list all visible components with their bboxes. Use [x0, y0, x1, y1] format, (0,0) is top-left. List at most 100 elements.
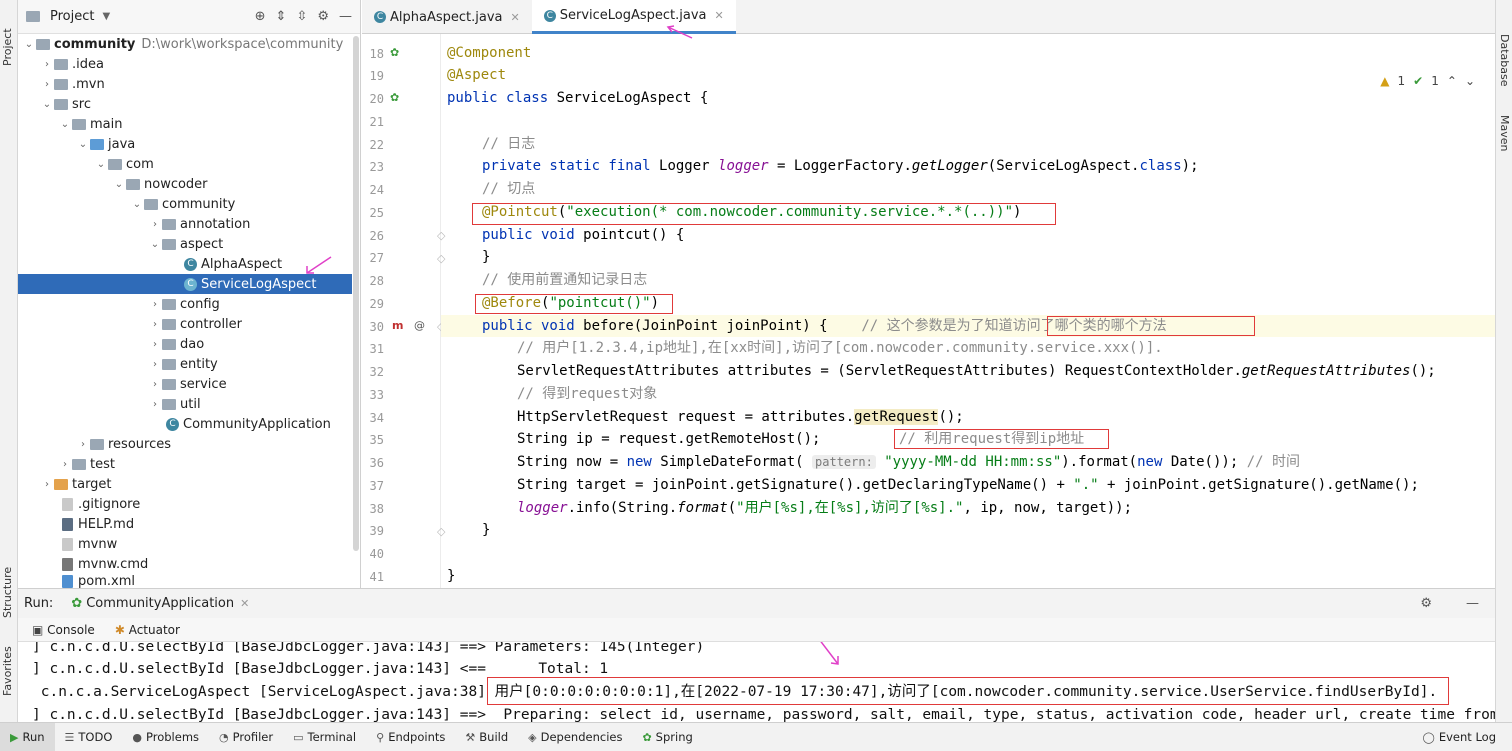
dependencies-tool-button[interactable]: ◈Dependencies [518, 723, 632, 751]
profiler-tool-button[interactable]: ◔Profiler [209, 723, 283, 751]
advice-method-icon[interactable]: m [392, 319, 404, 332]
aspect-advice-icon[interactable]: @ [414, 319, 425, 332]
project-scrollbar[interactable] [353, 36, 359, 551]
tree-item-community-root[interactable]: ⌄ community D:\work\workspace\community [18, 34, 352, 54]
project-panel-title[interactable]: Project [50, 9, 95, 24]
chevron-right-icon[interactable]: › [45, 478, 49, 490]
terminal-tool-button[interactable]: ▭Terminal [283, 723, 366, 751]
tree-item-main[interactable]: ⌄main [18, 114, 352, 134]
run-tool-button[interactable]: ▶Run [0, 722, 55, 751]
fold-icon[interactable]: ◇ [437, 525, 446, 538]
chevron-down-icon[interactable]: ⌄ [78, 138, 88, 150]
gear-icon[interactable]: ⚙ [1420, 596, 1432, 611]
chevron-right-icon[interactable]: › [81, 438, 85, 450]
tree-item-src[interactable]: ⌄src [18, 94, 352, 114]
tree-item-com[interactable]: ⌄com [18, 154, 352, 174]
tree-item-util[interactable]: ›util [18, 394, 352, 414]
tree-item-service[interactable]: ›service [18, 374, 352, 394]
chevron-down-icon[interactable]: ⌄ [114, 178, 124, 190]
chevron-right-icon[interactable]: › [153, 338, 157, 350]
minimize-icon[interactable]: — [339, 9, 352, 24]
tab-actuator[interactable]: ✱ Actuator [115, 623, 180, 637]
tree-item-nowcoder[interactable]: ⌄nowcoder [18, 174, 352, 194]
favorites-tool-tab[interactable]: Favorites [1, 646, 14, 696]
ok-count: 1 [1431, 74, 1439, 88]
tree-item-community[interactable]: ⌄community [18, 194, 352, 214]
chevron-down-icon[interactable]: ▼ [102, 11, 111, 22]
tree-item-test[interactable]: › test [18, 454, 352, 474]
tree-item-aspect[interactable]: ⌄aspect [18, 234, 352, 254]
chevron-down-icon[interactable]: ⌄ [150, 238, 160, 250]
problems-tool-button[interactable]: ●Problems [122, 723, 209, 751]
line-number: 37 [369, 479, 384, 493]
chevron-right-icon[interactable]: › [153, 398, 157, 410]
tree-item-annotation[interactable]: ›annotation [18, 214, 352, 234]
tab-servicelogaspect[interactable]: C ServiceLogAspect.java ✕ [531, 0, 736, 34]
event-log-tool-button[interactable]: ◯Event Log [1413, 723, 1506, 751]
expand-all-icon[interactable]: ⇕ [275, 9, 287, 24]
gear-icon[interactable]: ⚙ [317, 9, 329, 24]
run-config-tab[interactable]: CommunityApplication [86, 596, 235, 611]
tab-alphaaspect[interactable]: C AlphaAspect.java ✕ [362, 0, 532, 34]
endpoints-tool-button[interactable]: ⚲Endpoints [366, 723, 455, 751]
minimize-icon[interactable]: — [1466, 596, 1479, 611]
database-tool-tab[interactable]: Database [1498, 34, 1511, 87]
tree-item-mvnw[interactable]: mvnw [18, 534, 352, 554]
code-token: String now = [517, 454, 627, 470]
fold-icon[interactable]: ◇ [437, 252, 446, 265]
chevron-right-icon[interactable]: › [153, 358, 157, 370]
close-icon[interactable]: ✕ [714, 9, 724, 22]
tree-item-mvnw-cmd[interactable]: mvnw.cmd [18, 554, 352, 574]
todo-tool-button[interactable]: ☰TODO [55, 723, 123, 751]
chevron-right-icon[interactable]: › [153, 218, 157, 230]
close-icon[interactable]: ✕ [240, 597, 250, 610]
tree-item-label: test [90, 456, 115, 472]
tree-item-config[interactable]: ›config [18, 294, 352, 314]
tree-item-help-md[interactable]: HELP.md [18, 514, 352, 534]
chevron-right-icon[interactable]: › [153, 318, 157, 330]
collapse-all-icon[interactable]: ⇳ [296, 9, 308, 24]
chevron-right-icon[interactable]: › [45, 58, 49, 70]
tree-item-resources[interactable]: ›resources [18, 434, 352, 454]
inspection-widget[interactable]: ▲1 ✔1 ⌃ ⌄ [1380, 74, 1475, 88]
tree-item-gitignore[interactable]: .gitignore [18, 494, 352, 514]
build-tool-button[interactable]: ⚒Build [455, 723, 518, 751]
chevron-down-icon[interactable]: ⌄ [1464, 74, 1475, 88]
chevron-up-icon[interactable]: ⌃ [1446, 74, 1457, 88]
chevron-down-icon[interactable]: ⌄ [42, 98, 52, 110]
fold-icon[interactable]: ◇ [437, 229, 446, 242]
tab-console[interactable]: ▣ Console [32, 623, 95, 637]
close-icon[interactable]: ✕ [510, 10, 520, 24]
tree-item-entity[interactable]: ›entity [18, 354, 352, 374]
tree-item-pom-xml[interactable]: pom.xml [18, 574, 352, 588]
spring-bean-icon[interactable]: ✿ [390, 46, 400, 59]
tree-item-idea[interactable]: ›.idea [18, 54, 352, 74]
maven-tool-tab[interactable]: Maven [1498, 115, 1511, 152]
locate-icon[interactable]: ⊕ [254, 9, 266, 24]
tree-item-target[interactable]: ›target [18, 474, 352, 494]
chevron-right-icon[interactable]: › [153, 378, 157, 390]
tree-item-java[interactable]: ⌄java [18, 134, 352, 154]
chevron-right-icon[interactable]: › [45, 78, 49, 90]
console-output[interactable]: ] c.n.c.d.U.selectById [BaseJdbcLogger.j… [18, 642, 1495, 723]
code-editor[interactable]: @Component @Aspect public class ServiceL… [441, 34, 1495, 588]
chevron-down-icon[interactable]: ⌄ [60, 118, 70, 130]
tree-item-dao[interactable]: ›dao [18, 334, 352, 354]
chevron-right-icon[interactable]: › [153, 298, 157, 310]
chevron-right-icon[interactable]: › [63, 458, 67, 470]
tree-item-controller[interactable]: ›controller [18, 314, 352, 334]
code-token: ).format( [1061, 454, 1138, 470]
spring-bean-icon[interactable]: ✿ [390, 91, 400, 104]
chevron-down-icon[interactable]: ⌄ [96, 158, 106, 170]
tree-item-mvn[interactable]: ›.mvn [18, 74, 352, 94]
package-icon [162, 218, 176, 230]
chevron-down-icon[interactable]: ⌄ [24, 38, 34, 50]
spring-tool-button[interactable]: ✿Spring [632, 723, 702, 751]
structure-tool-tab[interactable]: Structure [1, 566, 14, 618]
chevron-down-icon[interactable]: ⌄ [132, 198, 142, 210]
project-tool-tab[interactable]: Project [1, 28, 14, 66]
editor-gutter[interactable]: 18 19 20 21 22 23 24 25 26 27 28 29 30 3… [362, 34, 445, 588]
